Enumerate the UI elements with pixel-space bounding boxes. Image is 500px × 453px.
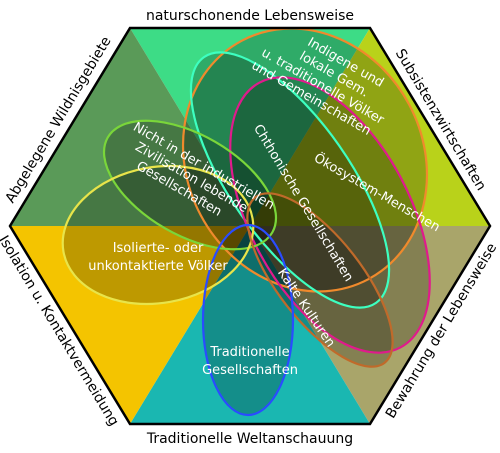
set-outline-isolierte: [61, 164, 255, 306]
set-outline-nicht: [102, 119, 278, 251]
set-fill-kalte: [247, 193, 393, 367]
region-isolierte-line-1: Isolierte- oder: [113, 241, 204, 256]
set-fill-chthonische: [190, 52, 390, 308]
sector-top: [130, 28, 370, 226]
sector-bottom: [130, 226, 370, 424]
region-traditionelle-line-1: Traditionelle: [209, 345, 289, 360]
sector-bottom-left: [10, 226, 250, 424]
set-outline-traditionelle: [201, 223, 295, 417]
sector-top-left: [10, 28, 250, 226]
region-isolierte-line-2: unkontaktierte Völker: [88, 259, 228, 274]
hexagon-sectors: [10, 28, 490, 424]
set-fill-isolierte: [62, 165, 254, 305]
sector-top-right: [250, 28, 490, 226]
region-traditionelle-line-2: Gesellschaften: [202, 363, 298, 378]
set-outline-kalte: [246, 192, 394, 368]
set-outline-indigene: [181, 27, 429, 293]
edge-label-bottom: Traditionelle Weltanschauung: [146, 431, 353, 447]
set-outline-oekosystem: [229, 76, 431, 354]
hexagon-border: [8, 26, 492, 426]
set-outline-chthonische: [189, 51, 391, 309]
set-fill-nicht: [104, 120, 276, 250]
set-outlines: [61, 27, 431, 417]
edge-label-top: naturschonende Lebensweise: [146, 8, 354, 24]
